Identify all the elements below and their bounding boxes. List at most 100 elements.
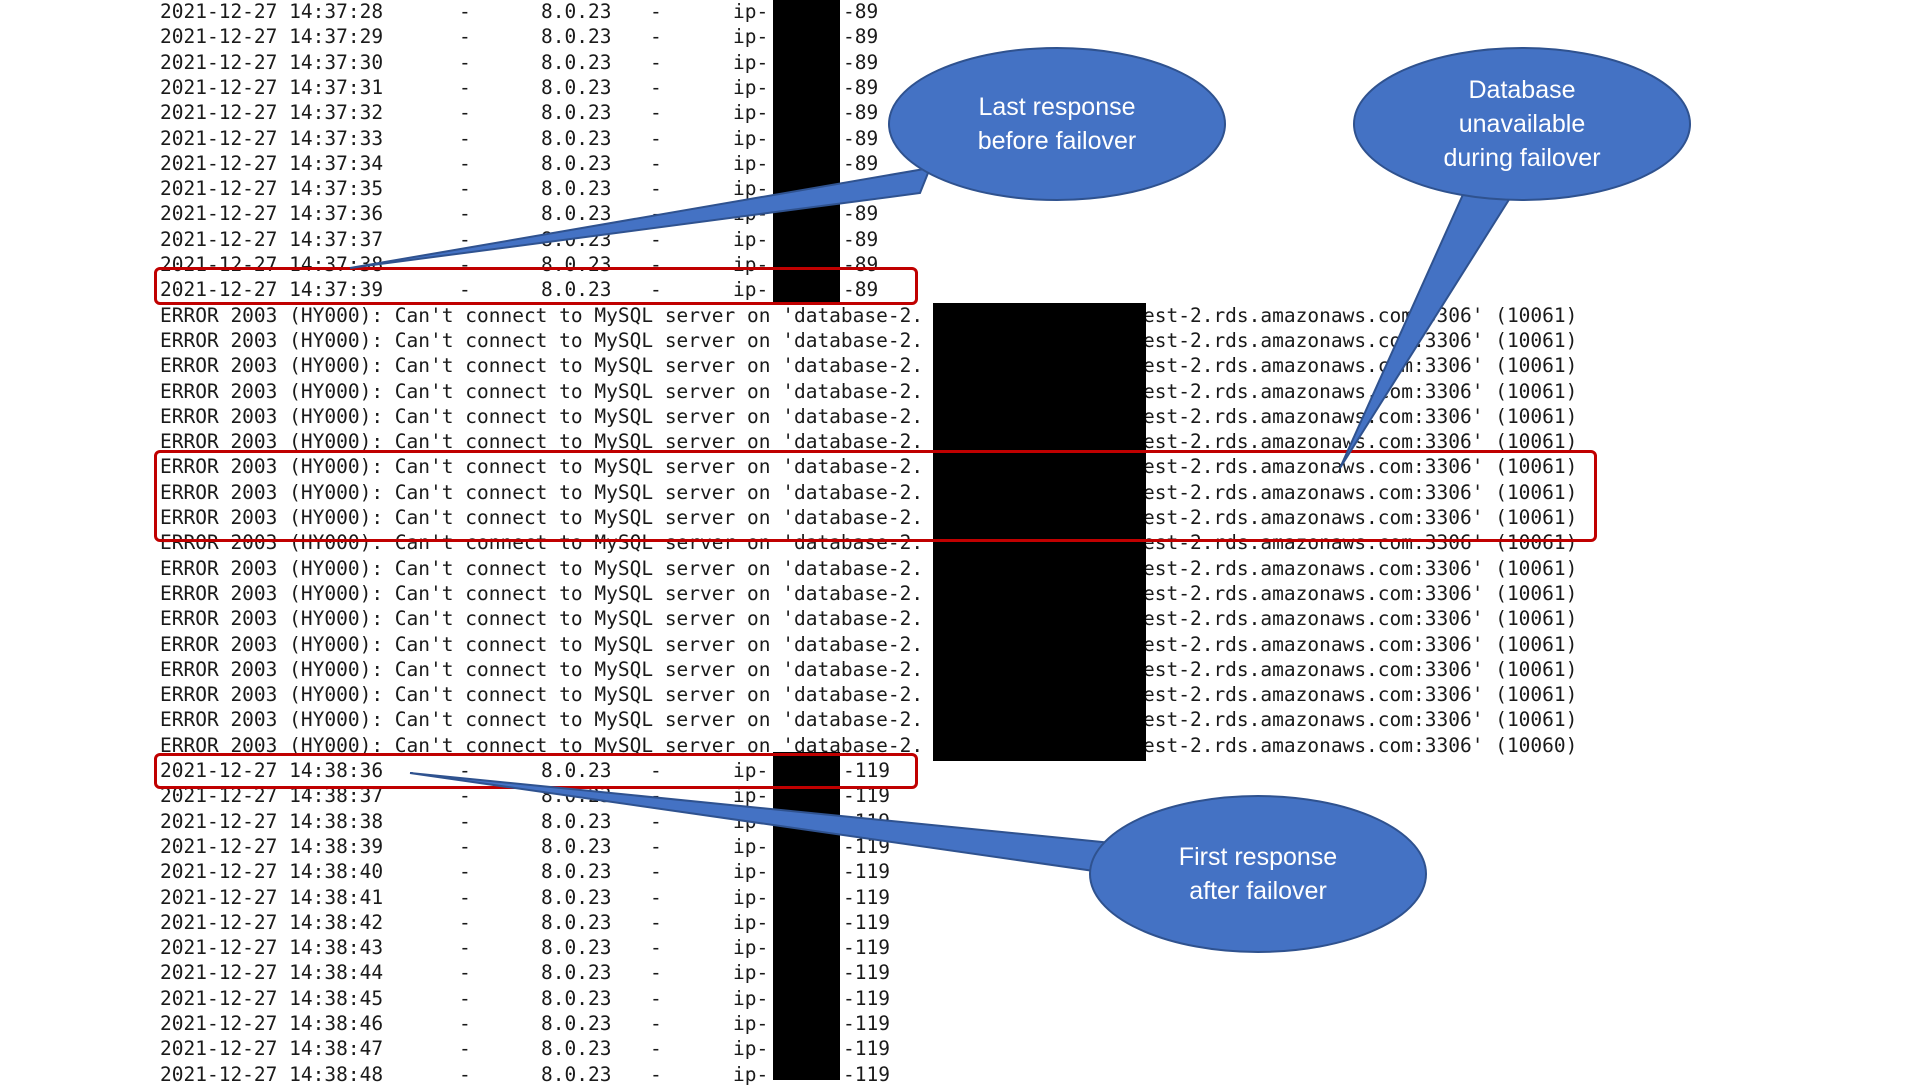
error-endpoint: est-2.rds.amazonaws.com:3306' (10061) — [1143, 455, 1578, 479]
log-host-prefix: ip- — [733, 151, 769, 175]
log-separator: - — [459, 101, 471, 125]
log-timestamp: 2021-12-27 14:37:36 — [160, 202, 384, 226]
error-endpoint: est-2.rds.amazonaws.com:3306' (10061) — [1143, 657, 1578, 681]
log-separator: - — [459, 278, 471, 302]
log-version: 8.0.23 — [541, 101, 612, 125]
error-message: ERROR 2003 (HY000): Can't connect to MyS… — [160, 506, 924, 529]
redaction-host-upper — [773, 0, 840, 303]
callout-last-response-tail — [349, 166, 932, 269]
log-host-prefix: ip- — [733, 25, 769, 49]
log-separator: - — [650, 809, 662, 833]
log-version: 8.0.23 — [541, 50, 612, 74]
error-endpoint: est-2.rds.amazonaws.com:3306' (10061) — [1143, 531, 1578, 555]
log-timestamp: 2021-12-27 14:37:33 — [160, 126, 384, 150]
log-separator: - — [650, 1062, 662, 1086]
error-message: ERROR 2003 (HY000): Can't connect to MyS… — [160, 581, 924, 605]
log-host-suffix: -89 — [843, 101, 879, 125]
log-host-prefix: ip- — [733, 885, 769, 909]
log-host-prefix: ip- — [733, 126, 769, 150]
error-message: ERROR 2003 (HY000): Can't connect to MyS… — [160, 379, 924, 403]
log-version: 8.0.23 — [541, 961, 612, 985]
log-host-suffix: -119 — [843, 961, 890, 985]
log-separator: - — [650, 50, 662, 74]
log-timestamp: 2021-12-27 14:38:44 — [160, 961, 384, 985]
log-host-prefix: ip- — [733, 1037, 769, 1061]
log-separator: - — [650, 1012, 662, 1035]
log-timestamp: 2021-12-27 14:37:34 — [160, 151, 384, 175]
log-separator: - — [459, 253, 471, 276]
log-host-suffix: -89 — [843, 202, 879, 226]
log-version: 8.0.23 — [541, 202, 612, 226]
log-host-prefix: ip- — [733, 759, 769, 782]
log-separator: - — [459, 1012, 471, 1035]
log-separator: - — [650, 151, 662, 175]
log-separator: - — [459, 0, 471, 23]
log-host-suffix: -89 — [843, 227, 879, 251]
log-version: 8.0.23 — [541, 253, 612, 276]
log-timestamp: 2021-12-27 14:38:42 — [160, 910, 384, 934]
log-timestamp: 2021-12-27 14:38:39 — [160, 834, 384, 858]
log-timestamp: 2021-12-27 14:37:29 — [160, 25, 384, 49]
log-host-prefix: ip- — [733, 253, 769, 276]
log-host-suffix: -119 — [843, 1037, 890, 1061]
log-separator: - — [650, 885, 662, 909]
log-host-prefix: ip- — [733, 986, 769, 1010]
log-version: 8.0.23 — [541, 834, 612, 858]
log-separator: - — [459, 1062, 471, 1086]
log-host-suffix: -119 — [843, 936, 890, 960]
log-separator: - — [650, 961, 662, 985]
log-version: 8.0.23 — [541, 1012, 612, 1035]
log-timestamp: 2021-12-27 14:38:47 — [160, 1037, 384, 1061]
log-separator: - — [459, 126, 471, 150]
error-message: ERROR 2003 (HY000): Can't connect to MyS… — [160, 455, 924, 479]
log-timestamp: 2021-12-27 14:37:30 — [160, 50, 384, 74]
log-host-prefix: ip- — [733, 50, 769, 74]
redaction-host-lower — [773, 752, 840, 1080]
log-host-prefix: ip- — [733, 1012, 769, 1035]
log-timestamp: 2021-12-27 14:37:31 — [160, 75, 384, 99]
log-separator: - — [650, 784, 662, 808]
log-version: 8.0.23 — [541, 885, 612, 909]
log-host-suffix: -89 — [843, 0, 879, 23]
log-host-prefix: ip- — [733, 278, 769, 302]
error-message: ERROR 2003 (HY000): Can't connect to MyS… — [160, 733, 924, 757]
log-version: 8.0.23 — [541, 936, 612, 960]
log-version: 8.0.23 — [541, 126, 612, 150]
log-version: 8.0.23 — [541, 25, 612, 49]
log-host-suffix: -89 — [843, 75, 879, 99]
log-timestamp: 2021-12-27 14:38:46 — [160, 1012, 384, 1035]
callout-last-response-label: Last response before failover — [977, 93, 1137, 155]
log-separator: - — [459, 986, 471, 1010]
log-timestamp: 2021-12-27 14:37:38 — [160, 253, 384, 276]
log-timestamp: 2021-12-27 14:38:36 — [160, 759, 384, 782]
log-host-suffix: -89 — [843, 253, 879, 276]
error-message: ERROR 2003 (HY000): Can't connect to MyS… — [160, 430, 924, 454]
log-host-prefix: ip- — [733, 177, 769, 201]
error-message: ERROR 2003 (HY000): Can't connect to MyS… — [160, 354, 924, 378]
error-message: ERROR 2003 (HY000): Can't connect to MyS… — [160, 657, 924, 681]
log-timestamp: 2021-12-27 14:37:28 — [160, 0, 384, 23]
log-host-prefix: ip- — [733, 784, 769, 808]
error-endpoint: est-2.rds.amazonaws.com:3306' (10061) — [1143, 556, 1578, 580]
log-separator: - — [650, 25, 662, 49]
error-endpoint: est-2.rds.amazonaws.com:3306' (10061) — [1143, 506, 1578, 529]
log-separator: - — [650, 253, 662, 276]
error-message: ERROR 2003 (HY000): Can't connect to MyS… — [160, 607, 924, 631]
error-message: ERROR 2003 (HY000): Can't connect to MyS… — [160, 683, 924, 707]
error-endpoint: est-2.rds.amazonaws.com:3306' (10061) — [1143, 708, 1578, 732]
log-separator: - — [650, 986, 662, 1010]
log-separator: - — [459, 50, 471, 74]
log-separator: - — [459, 227, 471, 251]
log-host-suffix: -119 — [843, 860, 890, 884]
log-timestamp: 2021-12-27 14:38:37 — [160, 784, 384, 808]
log-separator: - — [459, 834, 471, 858]
log-host-prefix: ip- — [733, 910, 769, 934]
log-separator: - — [459, 25, 471, 49]
log-host-prefix: ip- — [733, 227, 769, 251]
log-host-suffix: -89 — [843, 278, 879, 302]
log-host-prefix: ip- — [733, 0, 769, 23]
log-version: 8.0.23 — [541, 759, 612, 782]
callout-db-unavailable-bubble — [1353, 47, 1691, 201]
log-host-prefix: ip- — [733, 75, 769, 99]
